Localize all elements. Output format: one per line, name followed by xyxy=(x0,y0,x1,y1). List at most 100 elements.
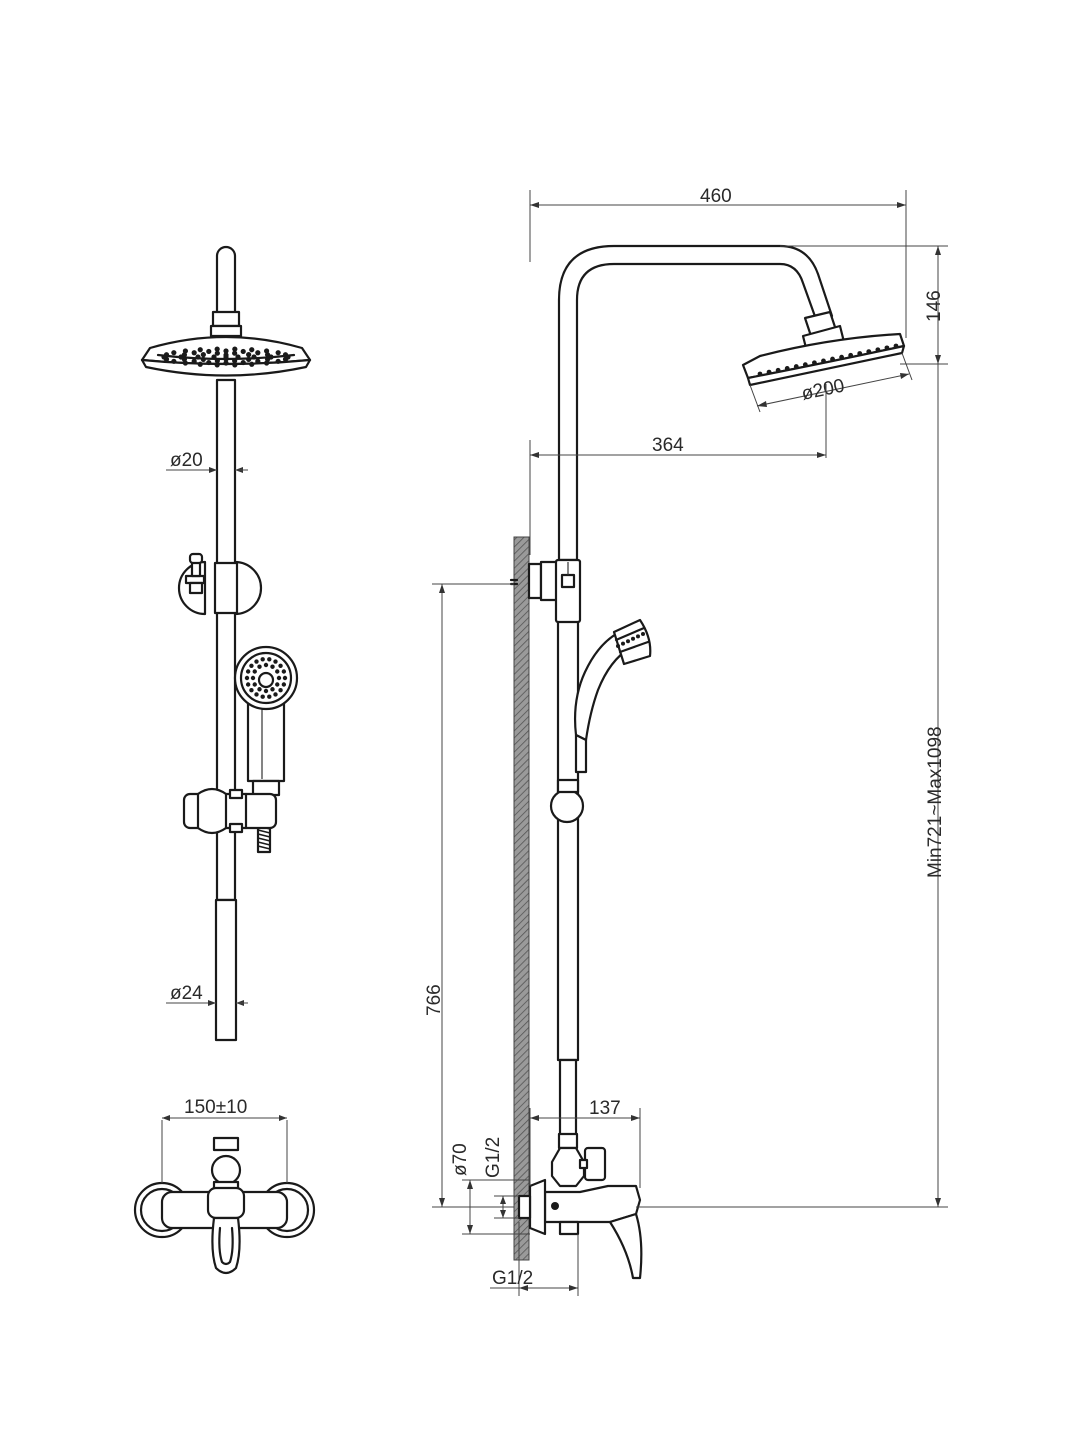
nozzle-dot xyxy=(264,356,271,362)
wall-section xyxy=(513,536,530,1261)
nozzle-dot xyxy=(848,352,854,358)
side-wall-bracket xyxy=(509,558,582,624)
nozzle-dot xyxy=(278,688,283,693)
nozzle-dot xyxy=(214,346,220,352)
dim-thread-upper: G1/2 xyxy=(483,1137,504,1178)
dim-inlet-spacing: 150±10 xyxy=(184,1097,247,1118)
nozzle-dot xyxy=(195,354,201,360)
dim-bracket-height: 766 xyxy=(424,984,445,1016)
nozzle-dot xyxy=(802,362,808,368)
nozzle-dot xyxy=(232,358,238,364)
nozzle-dot xyxy=(812,360,817,366)
nozzle-dot xyxy=(757,371,763,377)
side-view: 460 146 ø200 364 M xyxy=(424,186,948,1296)
front-mixer xyxy=(133,1136,316,1275)
front-slide-holder xyxy=(182,787,278,835)
nozzle-dot xyxy=(257,687,262,692)
nozzle-dot xyxy=(163,352,170,358)
nozzle-dot xyxy=(631,636,635,641)
nozzle-dot xyxy=(197,361,203,367)
nozzle-dot xyxy=(616,644,620,648)
dim-thread-lower: G1/2 xyxy=(492,1268,533,1289)
side-head-nozzles xyxy=(757,343,899,377)
side-dimensions: 460 146 ø200 364 M xyxy=(424,186,948,1296)
nozzle-dot xyxy=(821,358,826,364)
nozzle-dot xyxy=(278,663,283,668)
nozzle-dot xyxy=(839,354,844,360)
nozzle-dot xyxy=(214,350,220,356)
dim-mixer-depth: 137 xyxy=(589,1098,621,1119)
front-shower-arm xyxy=(209,245,243,338)
nozzle-dot xyxy=(206,348,212,355)
nozzle-dot xyxy=(232,350,238,356)
nozzle-dot xyxy=(254,659,259,664)
nozzle-dot xyxy=(884,345,890,351)
hose-rib xyxy=(257,845,271,850)
nozzle-dot xyxy=(893,343,899,349)
nozzle-dot xyxy=(223,348,229,354)
nozzle-dot xyxy=(249,347,255,353)
nozzle-dot xyxy=(214,358,220,364)
nozzle-dot xyxy=(830,356,835,362)
nozzle-dot xyxy=(866,349,872,354)
nozzle-dot xyxy=(270,664,275,669)
front-hand-shower xyxy=(233,645,299,854)
nozzle-dot xyxy=(273,692,278,697)
nozzle-dot xyxy=(223,360,229,366)
nozzle-dot xyxy=(252,669,257,674)
front-head-shower xyxy=(140,335,312,377)
dim-pipe-lower-diameter: ø24 xyxy=(170,983,203,1004)
nozzle-dot xyxy=(214,362,220,368)
nozzle-dot xyxy=(281,669,287,674)
nozzle-dot xyxy=(197,347,203,353)
side-head-shower xyxy=(741,332,906,387)
nozzle-dot xyxy=(232,346,238,352)
nozzle-dot xyxy=(267,694,272,699)
nozzle-dot xyxy=(255,358,261,364)
nozzle-dot xyxy=(191,350,197,356)
nozzle-dot xyxy=(273,659,278,664)
nozzle-dot xyxy=(263,688,269,694)
nozzle-dot xyxy=(171,350,177,356)
front-hand-nozzles xyxy=(244,657,288,699)
nozzle-dot xyxy=(255,350,261,356)
dim-head-offset: 364 xyxy=(652,435,684,456)
nozzle-dot xyxy=(260,657,265,662)
nozzle-dot xyxy=(282,352,289,358)
front-dimensions: ø20 ø24 150±10 xyxy=(161,450,288,1183)
nozzle-dot xyxy=(282,675,288,681)
nozzle-dot xyxy=(641,632,645,636)
nozzle-dot xyxy=(211,354,217,360)
side-hand-nozzles xyxy=(616,632,645,648)
dim-total-reach: 460 xyxy=(700,186,732,207)
nozzle-dot xyxy=(636,634,640,639)
nozzle-dot xyxy=(181,352,188,358)
nozzle-dot xyxy=(240,348,246,355)
nozzle-dot xyxy=(260,694,265,699)
nozzle-dot xyxy=(254,692,259,697)
nozzle-dot xyxy=(232,362,238,368)
nozzle-dot xyxy=(621,641,625,646)
dim-flange-diameter: ø70 xyxy=(450,1143,471,1176)
nozzle-dot xyxy=(252,682,257,687)
nozzle-dot xyxy=(245,669,251,674)
nozzle-dot xyxy=(281,682,287,687)
hose-rib xyxy=(257,837,271,842)
side-hand-shower xyxy=(573,618,652,774)
nozzle-dot xyxy=(249,361,255,367)
nozzle-dot xyxy=(244,675,250,681)
nozzle-dot xyxy=(245,682,251,687)
nozzle-dot xyxy=(784,366,790,371)
nozzle-dot xyxy=(191,358,197,364)
nozzle-dot xyxy=(267,657,272,662)
nozzle-dot xyxy=(249,663,254,668)
nozzle-dot xyxy=(775,367,781,373)
dim-head-height: 146 xyxy=(924,290,945,322)
nozzle-dot xyxy=(171,358,177,364)
side-slide-holder xyxy=(549,778,585,824)
front-view: ø20 ø24 150±10 xyxy=(133,245,316,1275)
nozzle-dot xyxy=(200,352,206,358)
hose-rib xyxy=(257,833,271,838)
nozzle-dot xyxy=(875,347,881,353)
